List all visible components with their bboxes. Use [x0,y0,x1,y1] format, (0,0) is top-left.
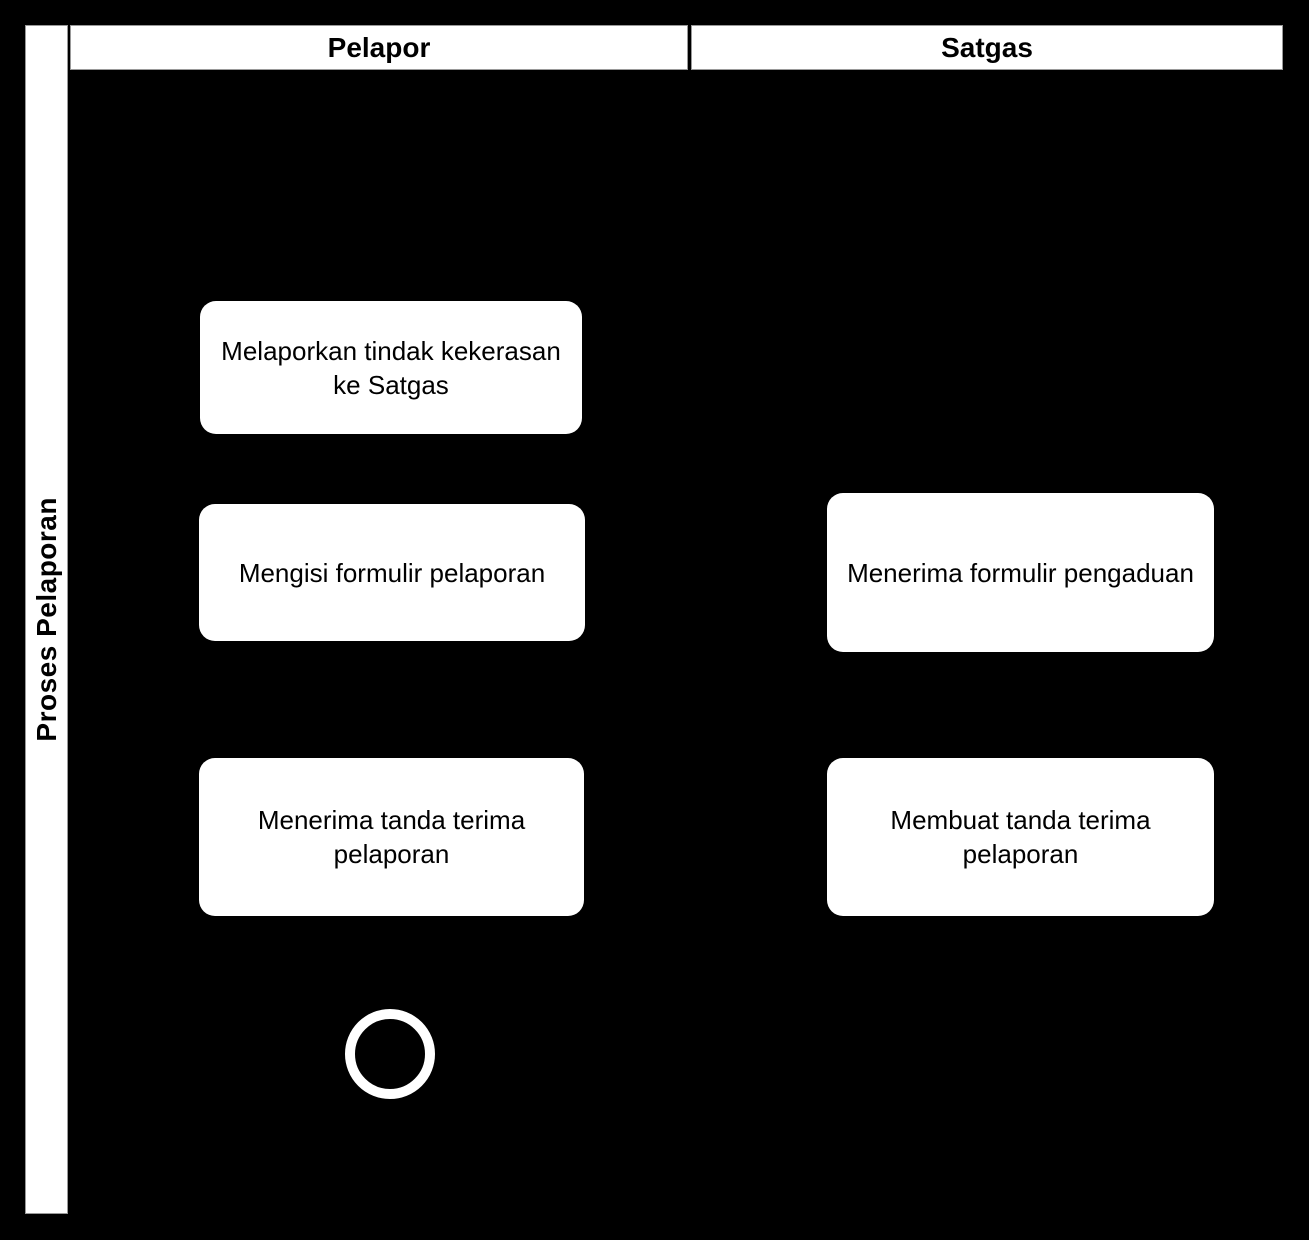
task-mengisi-formulir-pelaporan: Mengisi formulir pelaporan [199,504,585,641]
task-menerima-formulir-pengaduan: Menerima formulir pengaduan [827,493,1214,652]
pool-label-text: Proses Pelaporan [30,497,62,742]
task-menerima-tanda-terima-pelaporan: Menerima tanda terima pelaporan [199,758,584,916]
end-event-circle-icon [345,1009,435,1099]
task-membuat-tanda-terima-pelaporan: Membuat tanda terima pelaporan [827,758,1214,916]
pool-label-bar: Proses Pelaporan [25,25,68,1214]
lane-header-satgas: Satgas [691,25,1283,70]
task-melaporkan-tindak-kekerasan: Melaporkan tindak kekerasan ke Satgas [200,301,582,434]
lane-header-pelapor: Pelapor [70,25,688,70]
